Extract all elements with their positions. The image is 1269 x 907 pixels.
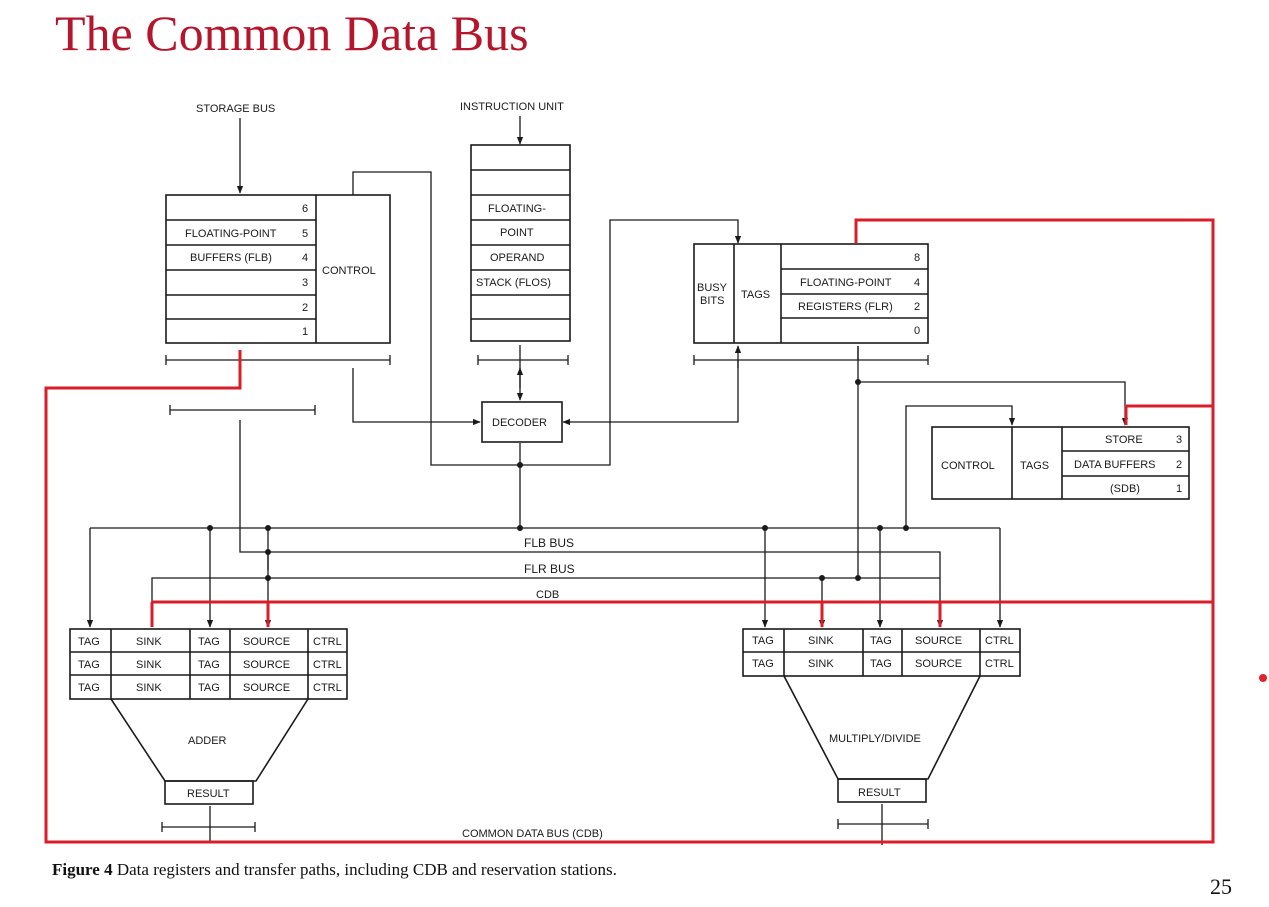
flb-control-label: CONTROL <box>322 265 376 277</box>
flr-block <box>693 243 929 344</box>
adder-result-label: RESULT <box>187 788 230 800</box>
sdb-name-line2: DATA BUFFERS <box>1074 459 1156 471</box>
flos-line2: POINT <box>500 227 534 239</box>
adder-rs-row-3: TAG SINK TAG SOURCE CTRL <box>78 682 342 694</box>
flr-tags-label: TAGS <box>741 289 770 301</box>
flb-bus-label: FLB BUS <box>524 536 574 550</box>
adder-reservation-stations <box>69 628 348 805</box>
sdb-num-2: 2 <box>1176 459 1182 471</box>
flos-line4: STACK (FLOS) <box>476 277 551 289</box>
muldiv-rs-row-1: TAG SINK TAG SOURCE CTRL <box>752 635 1014 647</box>
flb-num-4: 4 <box>302 252 308 264</box>
rs-source: SOURCE <box>915 635 962 647</box>
flos-line3: OPERAND <box>490 252 544 264</box>
flb-num-2: 2 <box>302 302 308 314</box>
rs-tag: TAG <box>752 635 774 647</box>
flos-block <box>470 144 571 342</box>
rs-source: SOURCE <box>243 659 290 671</box>
flb-block <box>165 194 391 344</box>
rs-tag: TAG <box>78 636 100 648</box>
flb-name-line2: BUFFERS (FLB) <box>190 252 272 264</box>
rs-tag: TAG <box>198 682 220 694</box>
figure-caption: Figure 4 Data registers and transfer pat… <box>52 860 617 880</box>
sdb-num-3: 3 <box>1176 434 1182 446</box>
black-wiring <box>86 116 1129 845</box>
flr-num-0: 0 <box>914 325 920 337</box>
flr-num-2: 2 <box>914 301 920 313</box>
rs-tag: TAG <box>752 658 774 670</box>
decoder-label: DECODER <box>492 417 547 429</box>
sdb-block <box>931 426 1190 500</box>
rs-tag: TAG <box>198 636 220 648</box>
decoder-box <box>481 401 563 443</box>
sdb-tags-label: TAGS <box>1020 460 1049 472</box>
rs-tag: TAG <box>870 658 892 670</box>
rs-ctrl: CTRL <box>313 682 342 694</box>
muldiv-reservation-stations <box>742 628 1021 803</box>
cdb-label: CDB <box>536 589 559 601</box>
page-number: 25 <box>1210 874 1232 899</box>
rs-ctrl: CTRL <box>985 635 1014 647</box>
slide-title: The Common Data Bus <box>55 5 529 61</box>
flr-name-line2: REGISTERS (FLR) <box>798 301 893 313</box>
figure-caption-text: Data registers and transfer paths, inclu… <box>116 860 617 879</box>
adder-rs-row-1: TAG SINK TAG SOURCE CTRL <box>78 636 342 648</box>
sdb-num-1: 1 <box>1176 483 1182 495</box>
adder-label: ADDER <box>188 735 227 747</box>
storage-bus-label: STORAGE BUS <box>196 103 275 115</box>
flb-num-3: 3 <box>302 277 308 289</box>
figure-number: Figure 4 <box>52 860 113 879</box>
flb-num-6: 6 <box>302 203 308 215</box>
junction-dots <box>207 379 909 581</box>
adder-rs-row-2: TAG SINK TAG SOURCE CTRL <box>78 659 342 671</box>
rs-tag: TAG <box>198 659 220 671</box>
rs-source: SOURCE <box>243 682 290 694</box>
flr-num-8: 8 <box>914 252 920 264</box>
flb-name-line1: FLOATING-POINT <box>185 228 277 240</box>
cdb-highlight-path <box>44 218 1215 844</box>
rs-source: SOURCE <box>243 636 290 648</box>
flr-name-line1: FLOATING-POINT <box>800 277 892 289</box>
pointer-dot <box>1259 674 1267 682</box>
common-data-bus-label: COMMON DATA BUS (CDB) <box>462 828 603 840</box>
rs-sink: SINK <box>136 636 162 648</box>
flr-num-4: 4 <box>914 277 920 289</box>
flb-num-5: 5 <box>302 228 308 240</box>
busy-bits-line1: BUSY <box>697 282 728 294</box>
flos-line1: FLOATING- <box>488 203 546 215</box>
rs-ctrl: CTRL <box>985 658 1014 670</box>
sdb-name-line1: STORE <box>1105 434 1143 446</box>
rs-tag: TAG <box>78 659 100 671</box>
flr-bus-label: FLR BUS <box>524 562 575 576</box>
multiply-divide-label: MULTIPLY/DIVIDE <box>829 733 921 745</box>
flb-num-1: 1 <box>302 326 308 338</box>
muldiv-result-label: RESULT <box>858 787 901 799</box>
muldiv-rs-row-2: TAG SINK TAG SOURCE CTRL <box>752 658 1014 670</box>
busy-bits-line2: BITS <box>700 295 724 307</box>
sdb-name-line3: (SDB) <box>1110 483 1140 495</box>
instruction-unit-label: INSTRUCTION UNIT <box>460 101 564 113</box>
rs-sink: SINK <box>136 682 162 694</box>
rs-source: SOURCE <box>915 658 962 670</box>
rs-tag: TAG <box>870 635 892 647</box>
rs-sink: SINK <box>808 658 834 670</box>
rs-sink: SINK <box>808 635 834 647</box>
rs-tag: TAG <box>78 682 100 694</box>
rs-ctrl: CTRL <box>313 659 342 671</box>
rs-sink: SINK <box>136 659 162 671</box>
rs-ctrl: CTRL <box>313 636 342 648</box>
sdb-control-label: CONTROL <box>941 460 995 472</box>
